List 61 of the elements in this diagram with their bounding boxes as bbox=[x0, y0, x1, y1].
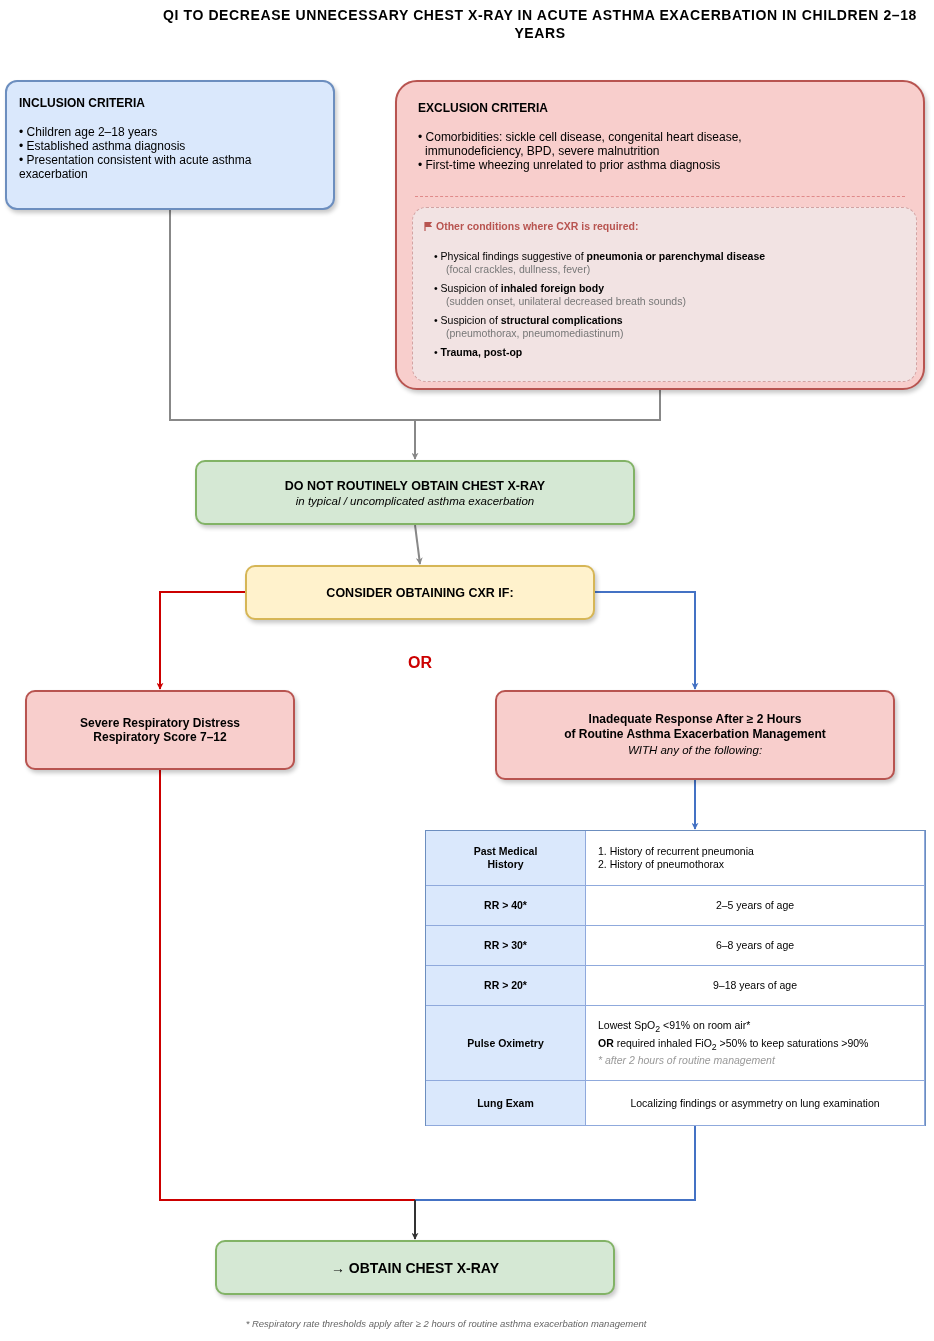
connector-line bbox=[414, 389, 661, 421]
cell-text: 6–8 years of age bbox=[714, 939, 796, 952]
criterion-item: • Comorbidities: sickle cell disease, congenital heart disease, immunodeficiency, BPD, severe malnutrition bbox=[418, 130, 743, 158]
cell-text: 1. History of recurrent pneumonia bbox=[598, 845, 755, 858]
box-heading: DO NOT ROUTINELY OBTAIN CHEST X-RAY bbox=[283, 478, 547, 495]
cell-text: Lowest SpO$_{2}$ <91% on room air* bbox=[598, 1019, 752, 1037]
row-heading: Lung Exam bbox=[476, 1096, 535, 1110]
box-text: Severe Respiratory Distress bbox=[78, 716, 242, 730]
row-heading: RR > 20* bbox=[483, 979, 528, 992]
criterion-item: • Established asthma diagnosis bbox=[19, 139, 187, 153]
condition-detail: (sudden onset, unilateral decreased breath sounds) bbox=[445, 295, 687, 308]
condition-item: • Physical findings suggestive of pneumonia or parenchymal disease bbox=[433, 250, 767, 263]
condition-item: • Trauma, post-op bbox=[433, 346, 524, 359]
box-heading: CONSIDER OBTAINING CXR IF: bbox=[325, 585, 515, 600]
inclusion-criteria-box bbox=[5, 80, 335, 210]
arrow bbox=[411, 1199, 419, 1240]
row-heading: RR > 30* bbox=[483, 939, 528, 952]
condition-detail: (pneumothorax, pneumomediastinum) bbox=[445, 327, 625, 340]
arrow bbox=[156, 591, 246, 690]
outcome-box bbox=[215, 1240, 615, 1295]
criterion-box bbox=[25, 690, 295, 770]
box-heading: EXCLUSION CRITERIA bbox=[418, 101, 549, 115]
footnote: * Respiratory rate thresholds apply after ≥ 2 hours of routine asthma exacerbation management bbox=[244, 1318, 648, 1329]
cell-text: Localizing findings or asymmetry on lung examination bbox=[629, 1096, 881, 1110]
cell-text: OR required inhaled FiO$_{2}$ >50% to keep saturations >90% bbox=[598, 1036, 870, 1054]
connector-line bbox=[159, 769, 416, 1201]
other-conditions-panel bbox=[412, 207, 917, 382]
connector-line bbox=[414, 1125, 696, 1201]
box-text: Respiratory Score 7–12 bbox=[92, 730, 228, 744]
cell-text: 2–5 years of age bbox=[714, 899, 796, 912]
box-subtitle: WITH any of the following: bbox=[626, 743, 764, 758]
arrow bbox=[594, 591, 699, 690]
box-heading: → OBTAIN CHEST X-RAY bbox=[330, 1259, 500, 1276]
condition-detail: (focal crackles, dullness, fever) bbox=[445, 263, 592, 276]
arrow bbox=[414, 524, 423, 565]
box-text: of Routine Asthma Exacerbation Management bbox=[563, 727, 827, 742]
row-heading: RR > 40* bbox=[483, 899, 528, 912]
criterion-item: • Presentation consistent with acute asthma exacerbation bbox=[19, 153, 253, 181]
connector-line bbox=[169, 209, 416, 421]
arrow bbox=[411, 419, 419, 460]
criterion-item: • Children age 2–18 years bbox=[19, 125, 159, 139]
row-heading: Pulse Oximetry bbox=[466, 1036, 545, 1050]
diagram-title: QI TO DECREASE UNNECESSARY CHEST X-RAY IN ACUTE ASTHMA EXACERBATION IN CHILDREN 2–18 YEARS bbox=[162, 6, 918, 42]
box-heading: INCLUSION CRITERIA bbox=[19, 96, 146, 110]
cell-text: 2. History of pneumothorax bbox=[598, 858, 726, 871]
exclusion-criteria-box bbox=[395, 80, 925, 390]
panel-heading: Other conditions where CXR is required: bbox=[424, 220, 905, 232]
condition-item: • Suspicion of structural complications bbox=[433, 314, 624, 327]
arrow bbox=[691, 779, 699, 830]
condition-item: • Suspicion of inhaled foreign body bbox=[433, 282, 605, 295]
cell-note: * after 2 hours of routine management bbox=[598, 1053, 777, 1067]
box-text: Inadequate Response After ≥ 2 Hours bbox=[587, 712, 803, 727]
criteria-table bbox=[425, 830, 926, 1126]
row-heading: Past Medical History bbox=[472, 845, 539, 871]
criterion-item: • First-time wheezing unrelated to prior asthma diagnosis bbox=[418, 158, 722, 172]
cell-text: 9–18 years of age bbox=[711, 979, 799, 992]
process-box bbox=[195, 460, 635, 525]
criterion-box bbox=[495, 690, 895, 780]
box-subtitle: in typical / uncomplicated asthma exacerbation bbox=[294, 495, 536, 507]
decision-box bbox=[245, 565, 595, 620]
or-label: OR bbox=[407, 654, 433, 672]
